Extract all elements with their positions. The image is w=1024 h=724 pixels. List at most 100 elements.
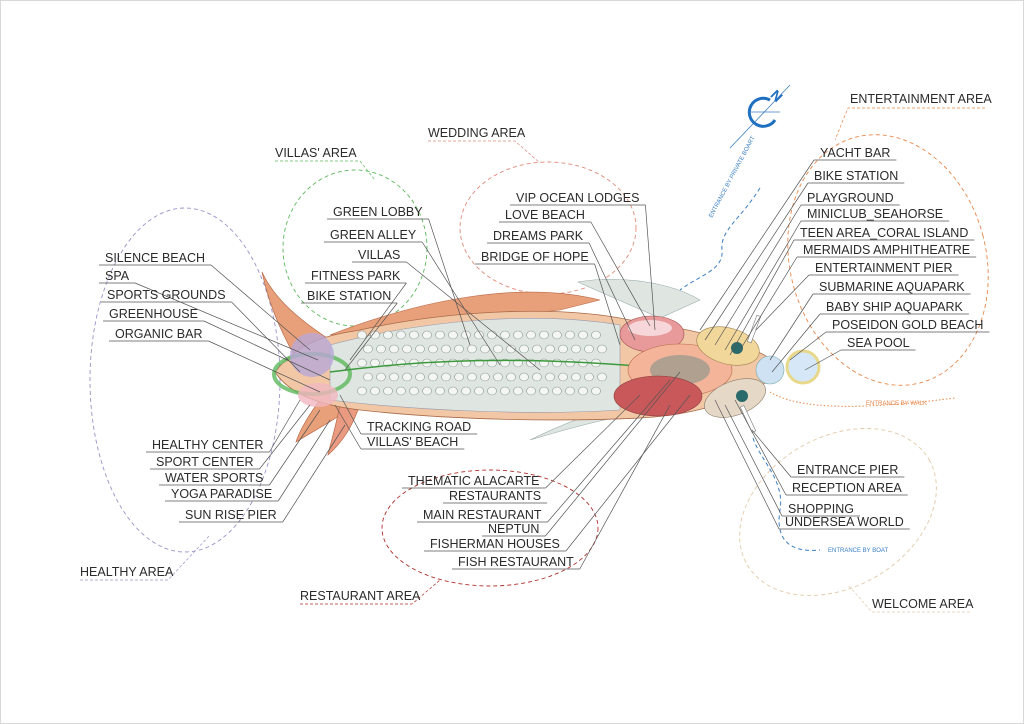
leader-line bbox=[769, 293, 814, 361]
villa-unit bbox=[454, 344, 464, 354]
villas-labels-2-label: VILLAS bbox=[358, 248, 400, 262]
welcome-labels-0-label: ENTRANCE PIER bbox=[797, 463, 898, 477]
leader-line bbox=[406, 261, 541, 371]
villa-unit bbox=[415, 372, 425, 382]
entertainment-labels-3-label: MINICLUB_SEAHORSE bbox=[807, 207, 943, 221]
villa-unit bbox=[467, 344, 477, 354]
villa-unit bbox=[552, 386, 562, 396]
villa-unit bbox=[519, 372, 529, 382]
welcome-area-boundary bbox=[739, 428, 937, 596]
villa-unit bbox=[396, 386, 406, 396]
villa-unit bbox=[357, 386, 367, 396]
villa-unit bbox=[461, 386, 471, 396]
villa-unit bbox=[552, 330, 562, 340]
wedding-labels-0-label: VIP OCEAN LODGES bbox=[516, 191, 639, 205]
villa-unit bbox=[565, 330, 575, 340]
villa-unit bbox=[506, 344, 516, 354]
entrance-pier bbox=[739, 405, 757, 433]
villa-unit bbox=[396, 330, 406, 340]
healthy-labels-5-label: HEALTHY CENTER bbox=[152, 438, 263, 452]
tail-fin-mid bbox=[327, 404, 359, 456]
villa-unit bbox=[428, 372, 438, 382]
leader-line bbox=[282, 424, 346, 523]
villa-unit bbox=[584, 372, 594, 382]
leader-line bbox=[729, 239, 795, 356]
leader-line bbox=[210, 264, 311, 351]
leader-line bbox=[269, 399, 301, 453]
wedding-area-boundary bbox=[459, 161, 637, 295]
villa-unit bbox=[422, 330, 432, 340]
villa-unit bbox=[578, 386, 588, 396]
wedding-labels-3-label: BRIDGE OF HOPE bbox=[481, 250, 589, 264]
leader-line bbox=[545, 394, 641, 489]
entertainment-labels-8-label: BABY SHIP AQUAPARK bbox=[826, 300, 964, 314]
entertainment-labels-6-label: ENTERTAINMENT PIER bbox=[815, 261, 953, 275]
leader-line bbox=[203, 320, 331, 381]
villa-unit bbox=[519, 344, 529, 354]
eye-top bbox=[731, 342, 743, 354]
leader-line bbox=[734, 399, 787, 496]
villa-unit bbox=[435, 358, 445, 368]
leader-line bbox=[724, 220, 802, 351]
areas-entertainment-label: ENTERTAINMENT AREA bbox=[850, 92, 992, 106]
green-alley bbox=[329, 359, 661, 373]
villa-unit bbox=[539, 386, 549, 396]
healthy-labels-0-label: SILENCE BEACH bbox=[105, 251, 205, 265]
leader-line bbox=[739, 256, 798, 351]
entertainment-labels-2-label: PLAYGROUND bbox=[807, 191, 894, 205]
welcome-labels-2-label: SHOPPING bbox=[788, 502, 854, 516]
aquapark-zone bbox=[755, 355, 785, 385]
villa-unit bbox=[500, 330, 510, 340]
villa-unit bbox=[448, 358, 458, 368]
villa-unit bbox=[539, 330, 549, 340]
entertainment-labels-7-label: SUBMARINE AQUAPARK bbox=[819, 280, 965, 294]
healthy-labels-2-label: SPORTS GROUNDS bbox=[107, 288, 226, 302]
leader-line bbox=[771, 313, 821, 373]
healthy-area-boundary bbox=[89, 207, 281, 553]
welcome-labels-3-label: UNDERSEA WORLD bbox=[785, 515, 904, 529]
villa-unit bbox=[402, 372, 412, 382]
villas-labels-3-label: FITNESS PARK bbox=[311, 269, 401, 283]
leader-line bbox=[339, 394, 362, 435]
villa-unit bbox=[441, 372, 451, 382]
villa-unit bbox=[565, 386, 575, 396]
leader-line bbox=[590, 221, 651, 327]
leader-line bbox=[277, 419, 331, 502]
leader-line bbox=[208, 340, 321, 393]
villa-unit bbox=[513, 330, 523, 340]
healthy-labels-4-label: ORGANIC BAR bbox=[115, 327, 203, 341]
villas-labels-4-label: BIKE STATION bbox=[307, 289, 391, 303]
villa-unit bbox=[545, 372, 555, 382]
villa-unit bbox=[363, 344, 373, 354]
eye-bottom bbox=[736, 390, 748, 402]
villa-unit bbox=[389, 372, 399, 382]
villa-unit bbox=[571, 344, 581, 354]
leader-line bbox=[421, 241, 501, 366]
north-compass-icon: N bbox=[729, 84, 791, 149]
leader-line bbox=[804, 349, 842, 371]
villa-unit bbox=[467, 372, 477, 382]
leader-line bbox=[344, 302, 398, 371]
entrance-by-private-boat-label: ENTRANCE BY PRIVATE BOART bbox=[708, 135, 756, 219]
villa-unit bbox=[357, 330, 367, 340]
villa-unit bbox=[487, 330, 497, 340]
villas-area-boundary bbox=[282, 169, 428, 327]
wedding-labels-2-label: DREAMS PARK bbox=[493, 229, 584, 243]
leader-line bbox=[751, 429, 792, 478]
villa-unit bbox=[448, 386, 458, 396]
villa-unit bbox=[487, 386, 497, 396]
welcome-labels-1-label: RECEPTION AREA bbox=[792, 481, 902, 495]
healthy-labels-7-label: WATER SPORTS bbox=[165, 471, 263, 485]
villa-unit bbox=[461, 330, 471, 340]
villa-unit bbox=[363, 372, 373, 382]
villa-unit bbox=[383, 330, 393, 340]
villa-unit bbox=[376, 344, 386, 354]
villa-unit bbox=[597, 372, 607, 382]
leader-line bbox=[755, 274, 810, 331]
entrance-by-boat-label: ENTRANCE BY BOAT bbox=[828, 548, 888, 554]
villa-unit bbox=[500, 386, 510, 396]
entertainment-labels-10-label: SEA POOL bbox=[847, 336, 910, 350]
villa-unit bbox=[565, 358, 575, 368]
entertainment-labels-9-label: POSEIDON GOLD BEACH bbox=[832, 318, 983, 332]
